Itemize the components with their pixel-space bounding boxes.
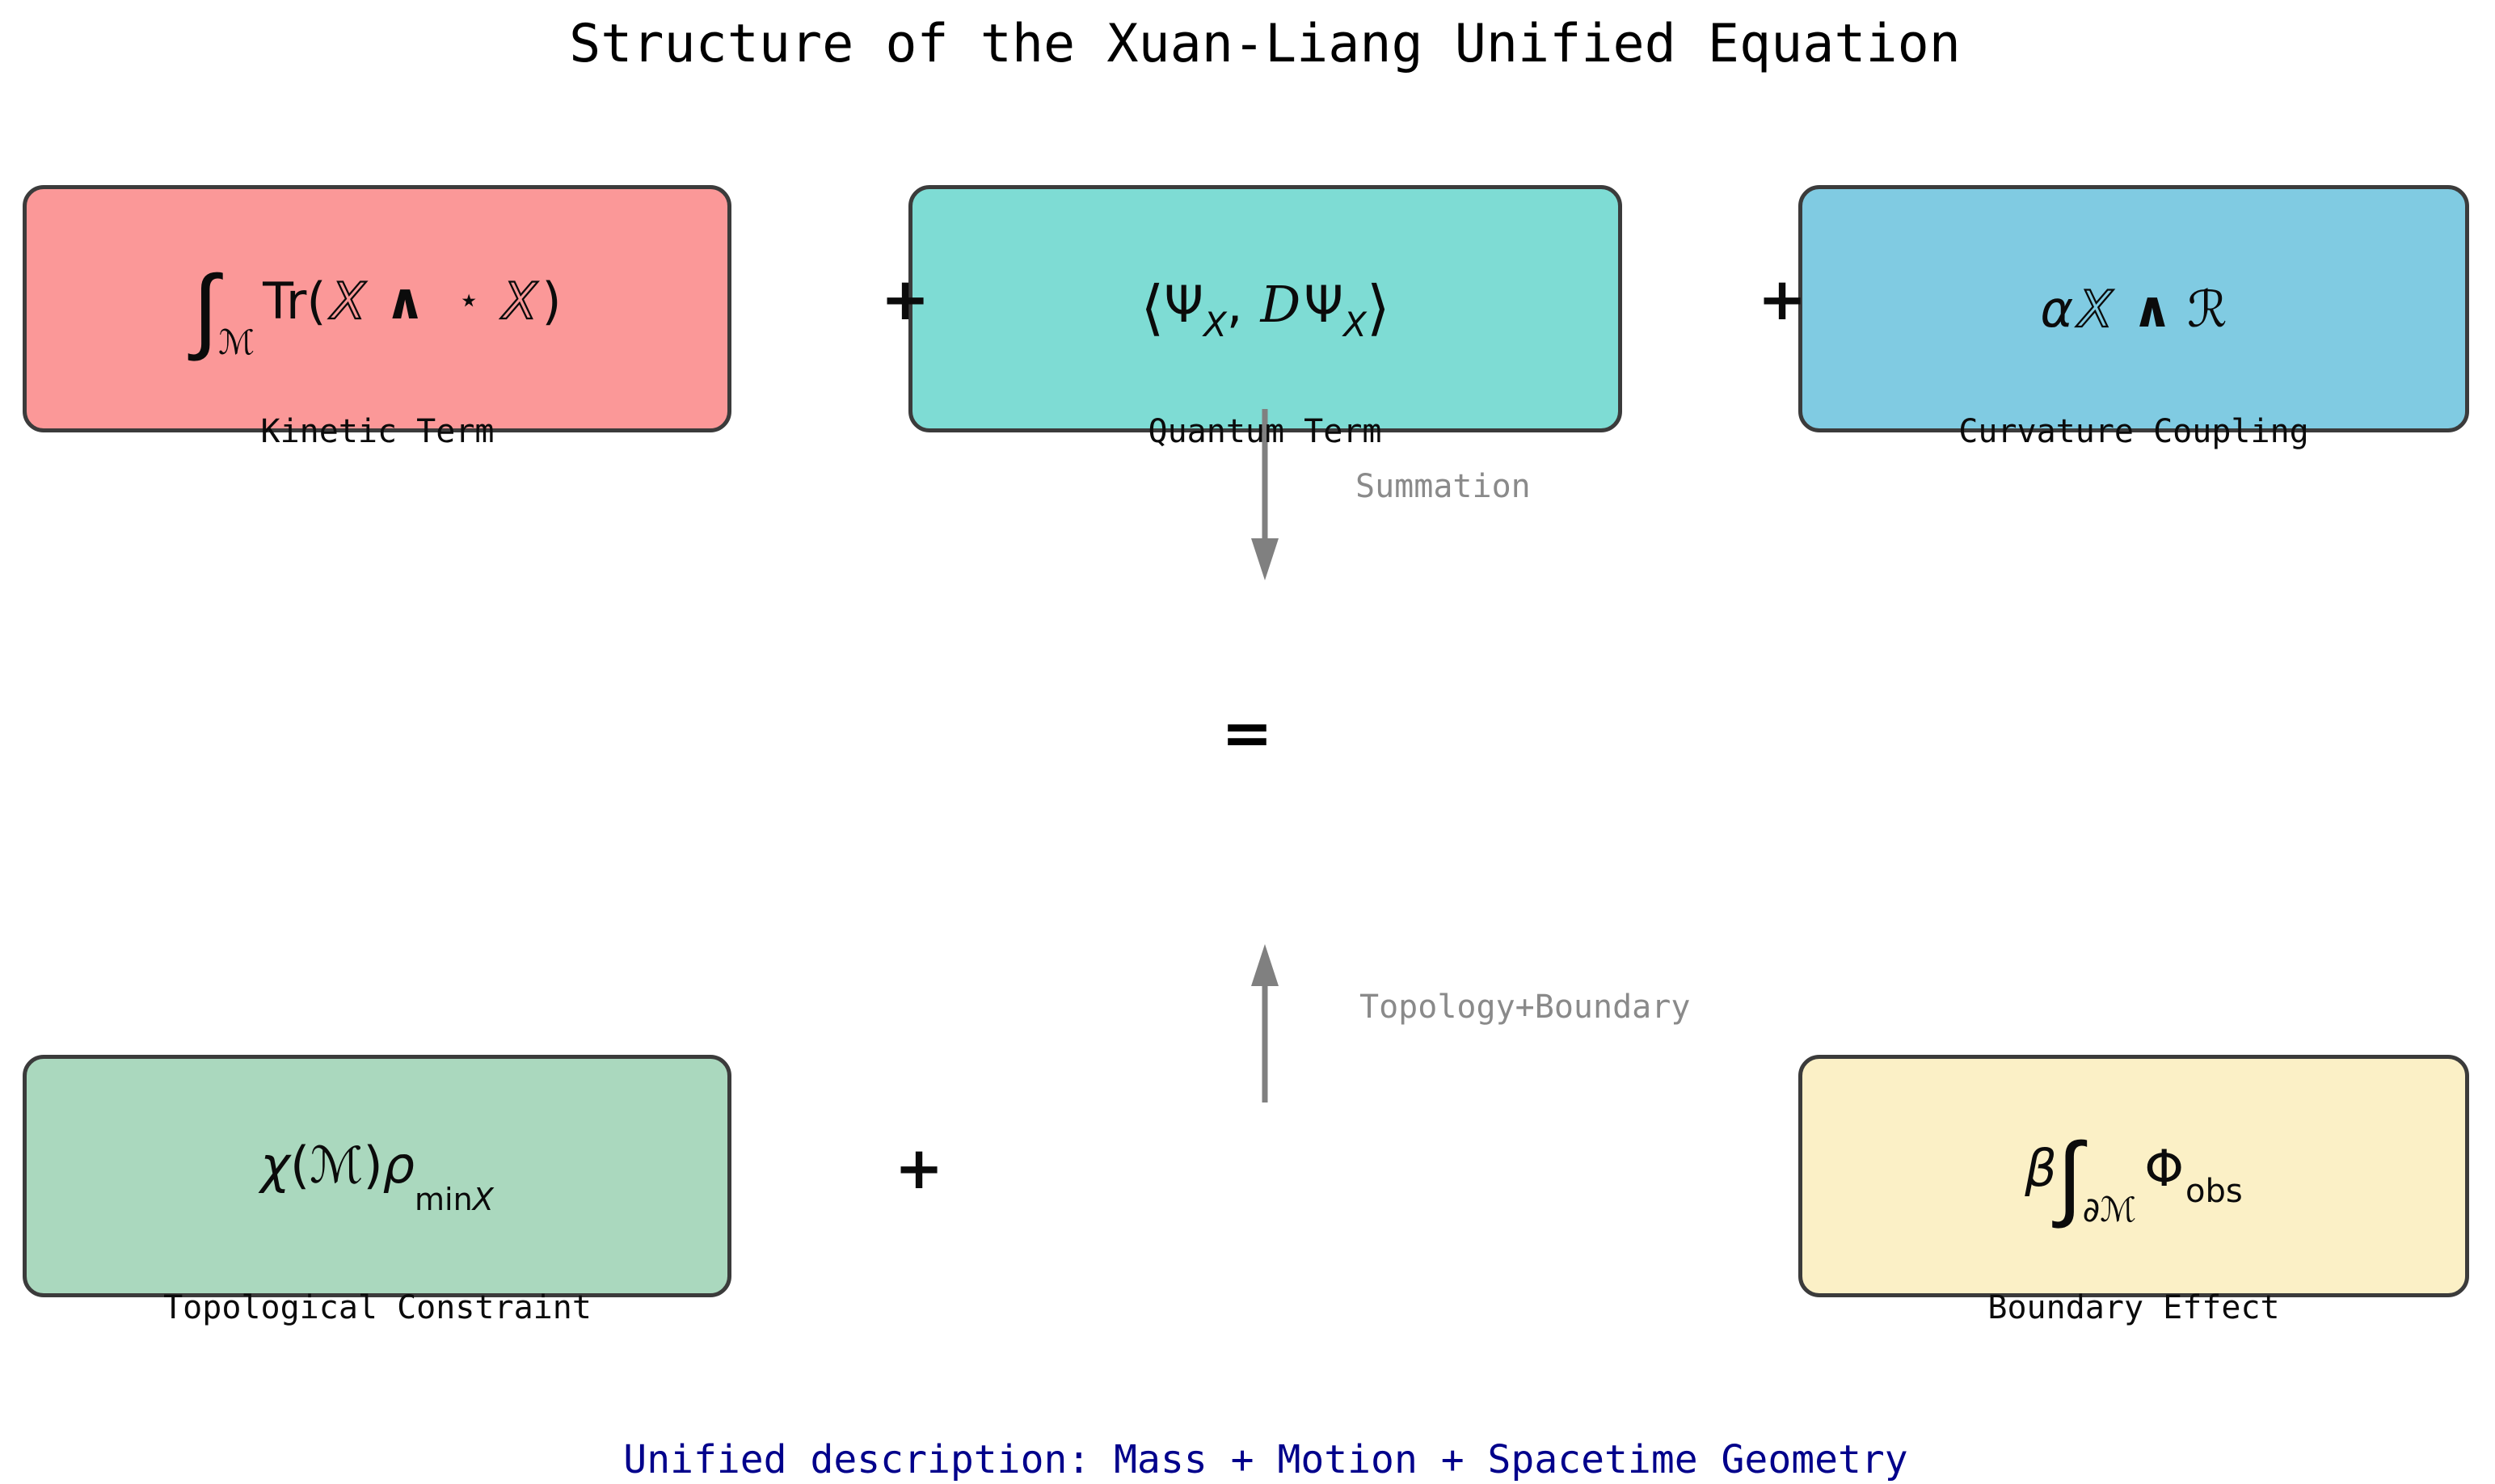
- comma: ,: [1226, 275, 1243, 334]
- wedge-operator: ∧: [385, 271, 426, 331]
- manifold-subscript: ℳ: [218, 322, 255, 362]
- diagram-title: Structure of the Xuan-Liang Unified Equa…: [569, 14, 1961, 74]
- quantum-formula: ⟨ΨX,DΨX⟩: [1140, 273, 1389, 344]
- plus-operator: +: [894, 1134, 944, 1202]
- script-r-symbol: ℛ: [2187, 279, 2227, 339]
- beta-symbol: β: [2025, 1138, 2057, 1198]
- min-superscript: min: [415, 1182, 473, 1218]
- plus-operator: +: [880, 265, 930, 333]
- kinetic-formula: ∫ℳTr(X∧⋆X): [192, 255, 561, 364]
- phi-symbol: Φ: [2144, 1138, 2185, 1198]
- psi-symbol: Ψ: [1304, 275, 1344, 334]
- quantum-term-box: ⟨ΨX,DΨX⟩: [908, 185, 1622, 432]
- close-paren: ): [363, 1136, 383, 1195]
- obs-subscript: obs: [2185, 1172, 2243, 1210]
- double-struck-x: X: [2077, 278, 2114, 339]
- boundary-effect-box: β∫∂ℳΦobs: [1798, 1055, 2469, 1297]
- caption: Unified description: Mass + Motion + Spa…: [623, 1437, 1908, 1482]
- arrow-head-down: [1251, 538, 1279, 580]
- chi-symbol: χ: [260, 1136, 290, 1195]
- hodge-star-operator: ⋆: [457, 279, 480, 321]
- rho-symbol: ρ: [382, 1136, 415, 1195]
- wedge-operator: ∧: [2131, 279, 2173, 339]
- left-angle-bracket: ⟨: [1140, 273, 1165, 343]
- kinetic-term-box: ∫ℳTr(X∧⋆X): [23, 185, 731, 432]
- quantum-term-label: Quantum Term: [1148, 413, 1382, 450]
- psi-symbol: Ψ: [1164, 275, 1203, 334]
- script-d-operator: D: [1260, 275, 1301, 334]
- double-struck-x: X: [502, 270, 538, 331]
- summation-label: Summation: [1355, 468, 1531, 505]
- close-paren: ): [542, 271, 562, 331]
- trace-open-paren: Tr(: [263, 271, 327, 331]
- script-m-symbol: ℳ: [310, 1136, 364, 1195]
- topology-boundary-arrow: [1251, 944, 1279, 1102]
- equals-operator: =: [1221, 697, 1273, 769]
- kinetic-term-label: Kinetic Term: [260, 413, 495, 450]
- summation-arrow: [1251, 409, 1279, 580]
- rho-script-stack: minX: [415, 1182, 494, 1218]
- plus-operator: +: [1757, 265, 1807, 333]
- arrow-head-up: [1251, 944, 1279, 986]
- curvature-coupling-label: Curvature Coupling: [1958, 413, 2309, 450]
- integral-symbol: ∫: [192, 254, 219, 364]
- open-paren: (: [289, 1136, 310, 1195]
- double-struck-x: X: [330, 270, 366, 331]
- x-subscript: X: [1203, 305, 1227, 344]
- boundary-formula: β∫∂ℳΦobs: [2025, 1122, 2243, 1231]
- curvature-formula: αX ∧ℛ: [2040, 278, 2227, 339]
- curvature-coupling-box: αX ∧ℛ: [1798, 185, 2469, 432]
- integral-symbol: ∫: [2056, 1121, 2083, 1231]
- alpha-symbol: α: [2040, 279, 2074, 339]
- x-subscript: X: [472, 1182, 494, 1218]
- right-angle-bracket: ⟩: [1366, 273, 1390, 343]
- boundary-manifold-subscript: ∂ℳ: [2082, 1189, 2137, 1229]
- topology-boundary-label: Topology+Boundary: [1359, 989, 1691, 1026]
- topological-constraint-label: Topological Constraint: [163, 1289, 592, 1326]
- topological-constraint-box: χ(ℳ)ρminX: [23, 1055, 731, 1297]
- topological-formula: χ(ℳ)ρminX: [260, 1136, 494, 1216]
- boundary-effect-label: Boundary Effect: [1987, 1289, 2280, 1326]
- x-subscript: X: [1343, 305, 1367, 344]
